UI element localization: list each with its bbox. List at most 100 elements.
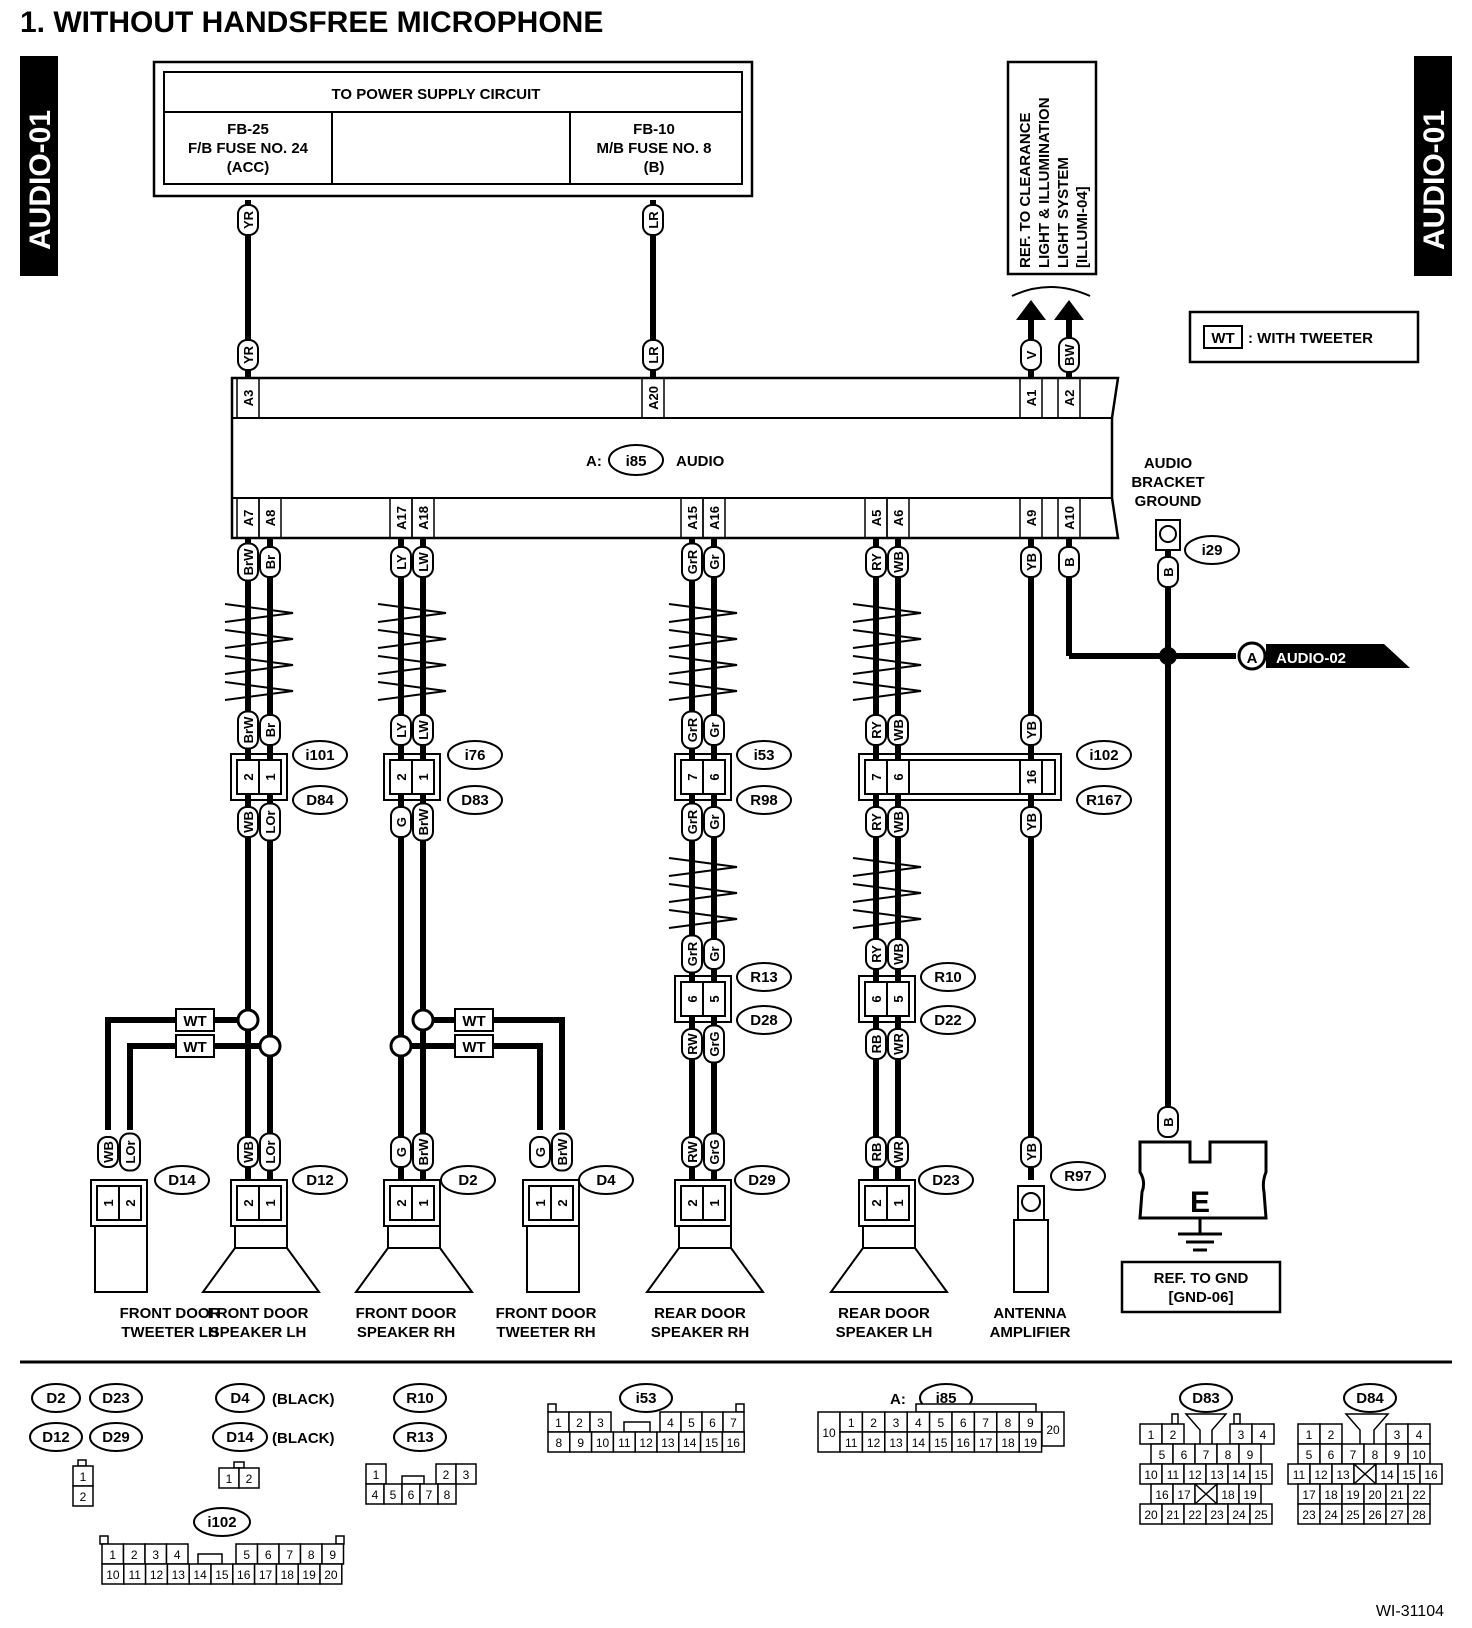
svg-text:7: 7	[286, 1548, 293, 1562]
svg-text:LR: LR	[646, 211, 661, 229]
svg-text:i102: i102	[207, 1514, 236, 1531]
svg-text:2: 2	[869, 1199, 884, 1206]
svg-text:Gr: Gr	[707, 814, 722, 829]
legend-box	[1188, 310, 1420, 364]
svg-text:14: 14	[193, 1568, 207, 1582]
svg-text:6: 6	[685, 995, 700, 1002]
svg-text:8: 8	[444, 1488, 451, 1502]
fuse-fb10-line3: (B)	[644, 159, 665, 176]
connector-tag-d4: D4	[578, 1165, 634, 1195]
svg-text:WB: WB	[241, 1141, 256, 1163]
svg-text:8: 8	[1372, 1448, 1379, 1462]
svg-text:22: 22	[1188, 1508, 1202, 1522]
svg-text:18: 18	[1221, 1488, 1235, 1502]
svg-text:2: 2	[241, 773, 256, 780]
svg-text:WT: WT	[183, 1013, 206, 1030]
svg-text:A: A	[1247, 650, 1258, 667]
svg-text:1: 1	[109, 1548, 116, 1562]
svg-text:12: 12	[150, 1568, 164, 1582]
svg-text:1: 1	[707, 1199, 722, 1206]
pin-label: A6	[891, 510, 906, 527]
connector-tag-d29: D29	[89, 1422, 143, 1452]
svg-text:19: 19	[1024, 1436, 1038, 1450]
legend-wt-tag	[1203, 325, 1243, 349]
svg-text:RY: RY	[869, 945, 884, 963]
svg-text:9: 9	[329, 1548, 336, 1562]
wire-color-label: LOr	[259, 1132, 281, 1172]
svg-text:5: 5	[390, 1488, 397, 1502]
wire-color-label: WB	[887, 806, 909, 838]
svg-text:15: 15	[1254, 1468, 1268, 1482]
svg-text:RW: RW	[685, 1033, 700, 1055]
svg-text:D23: D23	[932, 1172, 960, 1189]
svg-text:1: 1	[533, 1199, 548, 1206]
svg-text:16: 16	[727, 1436, 741, 1450]
svg-text:GROUND: GROUND	[1135, 493, 1202, 510]
wire-color-label: RW	[681, 1136, 703, 1168]
wire-color-label: LOr	[119, 1132, 141, 1172]
wire-color-label: Gr	[703, 546, 725, 578]
svg-text:V: V	[1024, 350, 1039, 359]
svg-text:26: 26	[1368, 1508, 1382, 1522]
svg-text:2: 2	[555, 1199, 570, 1206]
wire-color-label: WB	[887, 546, 909, 578]
pin-label: A10	[1062, 506, 1077, 530]
wire-color-label: BrW	[412, 802, 434, 842]
svg-text:BW: BW	[1062, 343, 1077, 365]
svg-text:16: 16	[1155, 1488, 1169, 1502]
wire-color-label: RB	[865, 1028, 887, 1060]
svg-text:ANTENNA: ANTENNA	[993, 1305, 1066, 1322]
wire-color-label: Gr	[703, 806, 725, 838]
svg-text:REAR DOOR: REAR DOOR	[838, 1305, 930, 1322]
svg-text:FRONT DOOR: FRONT DOOR	[496, 1305, 597, 1322]
svg-text:24: 24	[1324, 1508, 1338, 1522]
svg-text:15: 15	[705, 1436, 719, 1450]
side-tab-left-label: AUDIO-01	[24, 110, 57, 250]
wire-color-label: WB	[237, 806, 259, 838]
connector-tag-d2: D2	[31, 1383, 81, 1413]
svg-text:WT: WT	[462, 1013, 485, 1030]
svg-text:SPEAKER RH: SPEAKER RH	[357, 1324, 455, 1341]
svg-text:1: 1	[263, 1199, 278, 1206]
svg-text:25: 25	[1254, 1508, 1268, 1522]
figure-id: WI-31104	[1376, 1603, 1444, 1620]
svg-text:7: 7	[982, 1416, 989, 1430]
svg-text:R10: R10	[934, 969, 962, 986]
svg-text:18: 18	[1324, 1488, 1338, 1502]
svg-text:7: 7	[1203, 1448, 1210, 1462]
connector-tag-i102: i102	[1076, 740, 1132, 770]
audio-connector-label: i85	[626, 453, 647, 470]
fuse-fb10-line1: FB-10	[633, 121, 675, 138]
wire-color-label: WB	[237, 1136, 259, 1168]
svg-text:Gr: Gr	[707, 554, 722, 569]
svg-text:RY: RY	[869, 721, 884, 739]
wire-color-label: LY	[390, 546, 412, 578]
svg-text:i53: i53	[754, 747, 775, 764]
svg-text:D4: D4	[596, 1172, 616, 1189]
svg-text:6: 6	[408, 1488, 415, 1502]
pin-label: A15	[685, 506, 700, 530]
legend-text: : WITH TWEETER	[1248, 330, 1373, 347]
svg-text:9: 9	[577, 1436, 584, 1450]
svg-text:WT: WT	[462, 1039, 485, 1056]
svg-text:D14: D14	[226, 1429, 254, 1446]
svg-text:YB: YB	[1024, 813, 1039, 831]
pin-label: A8	[263, 510, 278, 527]
connector-tag-i76: i76	[447, 740, 503, 770]
wire-color-label: WB	[887, 714, 909, 746]
connector-tag-i29: i29	[1184, 535, 1240, 565]
svg-text:YB: YB	[1024, 721, 1039, 739]
svg-text:21: 21	[1166, 1508, 1180, 1522]
svg-text:1: 1	[1306, 1428, 1313, 1442]
svg-text:i85: i85	[936, 1390, 957, 1407]
svg-text:SPEAKER LH: SPEAKER LH	[210, 1324, 307, 1341]
svg-text:20: 20	[324, 1568, 338, 1582]
svg-text:WR: WR	[891, 1033, 906, 1055]
svg-text:2: 2	[576, 1416, 583, 1430]
pin-label: A16	[707, 506, 722, 530]
svg-text:D23: D23	[102, 1390, 130, 1407]
